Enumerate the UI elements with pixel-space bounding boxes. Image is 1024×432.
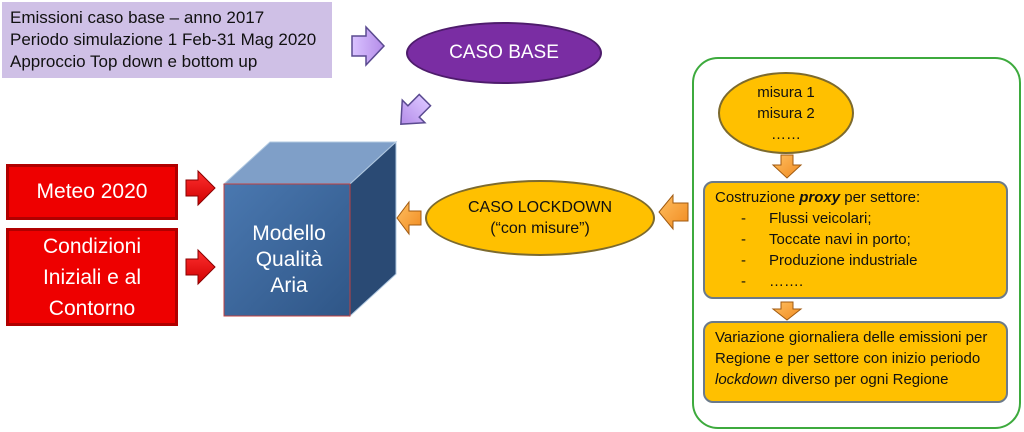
variazione-line1: Variazione giornaliera delle emissioni p… [715,329,988,346]
cube-front-face [223,183,351,317]
proxy-title-suffix: per settore: [840,189,921,206]
bullet-dash: - [741,273,746,290]
model-label-line1: Modello [252,222,326,245]
arrow-misure-to-proxy [771,154,803,179]
misure-ellipse: misura 1 misura 2 …… [718,72,854,154]
variazione-box: Variazione giornaliera delle emissioni p… [703,321,1008,403]
info-line-approach: Approccio Top down e bottom up [10,52,258,71]
lockdown-label-line1: CASO LOCKDOWN [467,199,612,216]
model-label: Modello Qualità Aria [224,205,354,315]
measures-panel [692,57,1021,429]
misura-item: misura 2 [757,104,815,122]
condizioni-label-line1: Condizioni [42,234,142,258]
model-cube [222,140,398,318]
arrow-proxy-to-variazione [771,301,803,321]
bullet-dash: - [741,231,746,248]
arrow-condizioni-to-model [185,248,216,286]
model-label-line2: Qualità [255,248,323,271]
lockdown-label-line2: (“con misure”) [490,220,590,237]
list-item: - Flussi veicolari; [715,208,996,229]
info-line-emissions: Emissioni caso base – anno 2017 [10,8,265,27]
arrow-panel-to-lockdown [658,193,689,231]
proxy-title: Costruzione proxy per settore: [715,187,996,208]
model-label-line3: Aria [270,274,308,297]
caso-base-ellipse: CASO BASE [406,22,602,84]
proxy-title-prefix: Costruzione [715,189,800,206]
proxy-item-label: Flussi veicolari; [769,210,872,227]
arrow-caso-base-to-model [400,93,432,125]
variazione-line3-emph: lockdown [715,371,778,388]
caso-lockdown-ellipse: CASO LOCKDOWN (“con misure”) [425,180,655,256]
bullet-dash: - [741,252,746,269]
condizioni-label-line2: Iniziali e al [42,265,142,289]
meteo-box: Meteo 2020 [6,164,178,220]
condizioni-box: Condizioni Iniziali e al Contorno [6,228,178,326]
proxy-box: Costruzione proxy per settore: - Flussi v… [703,181,1008,299]
misura-item: …… [771,125,801,143]
proxy-item-label: ……. [769,273,804,290]
arrow-to-caso-base [351,25,386,67]
meteo-label: Meteo 2020 [36,180,148,203]
list-item: - Produzione industriale [715,250,996,271]
variazione-line3-rest: diverso per ogni Regione [777,371,949,388]
variazione-line3: lockdown diverso per ogni Regione [715,369,996,390]
proxy-title-emph: proxy [799,189,841,206]
info-line-period: Periodo simulazione 1 Feb-31 Mag 2020 [10,30,317,49]
base-case-info-box: Emissioni caso base – anno 2017 Periodo … [2,2,332,78]
proxy-list: - Flussi veicolari; - Toccate navi in port… [715,208,996,292]
bullet-dash: - [741,210,746,227]
proxy-item-label: Produzione industriale [769,252,918,269]
list-item: - ……. [715,271,996,292]
caso-base-label: CASO BASE [449,42,559,63]
misura-item: misura 1 [757,83,815,101]
variazione-line2: Regione e per settore con inizio periodo [715,350,981,367]
condizioni-label-line3: Contorno [48,296,136,320]
proxy-item-label: Toccate navi in porto; [769,231,911,248]
arrow-meteo-to-model [185,169,216,207]
list-item: - Toccate navi in porto; [715,229,996,250]
arrow-lockdown-to-model [396,200,422,236]
